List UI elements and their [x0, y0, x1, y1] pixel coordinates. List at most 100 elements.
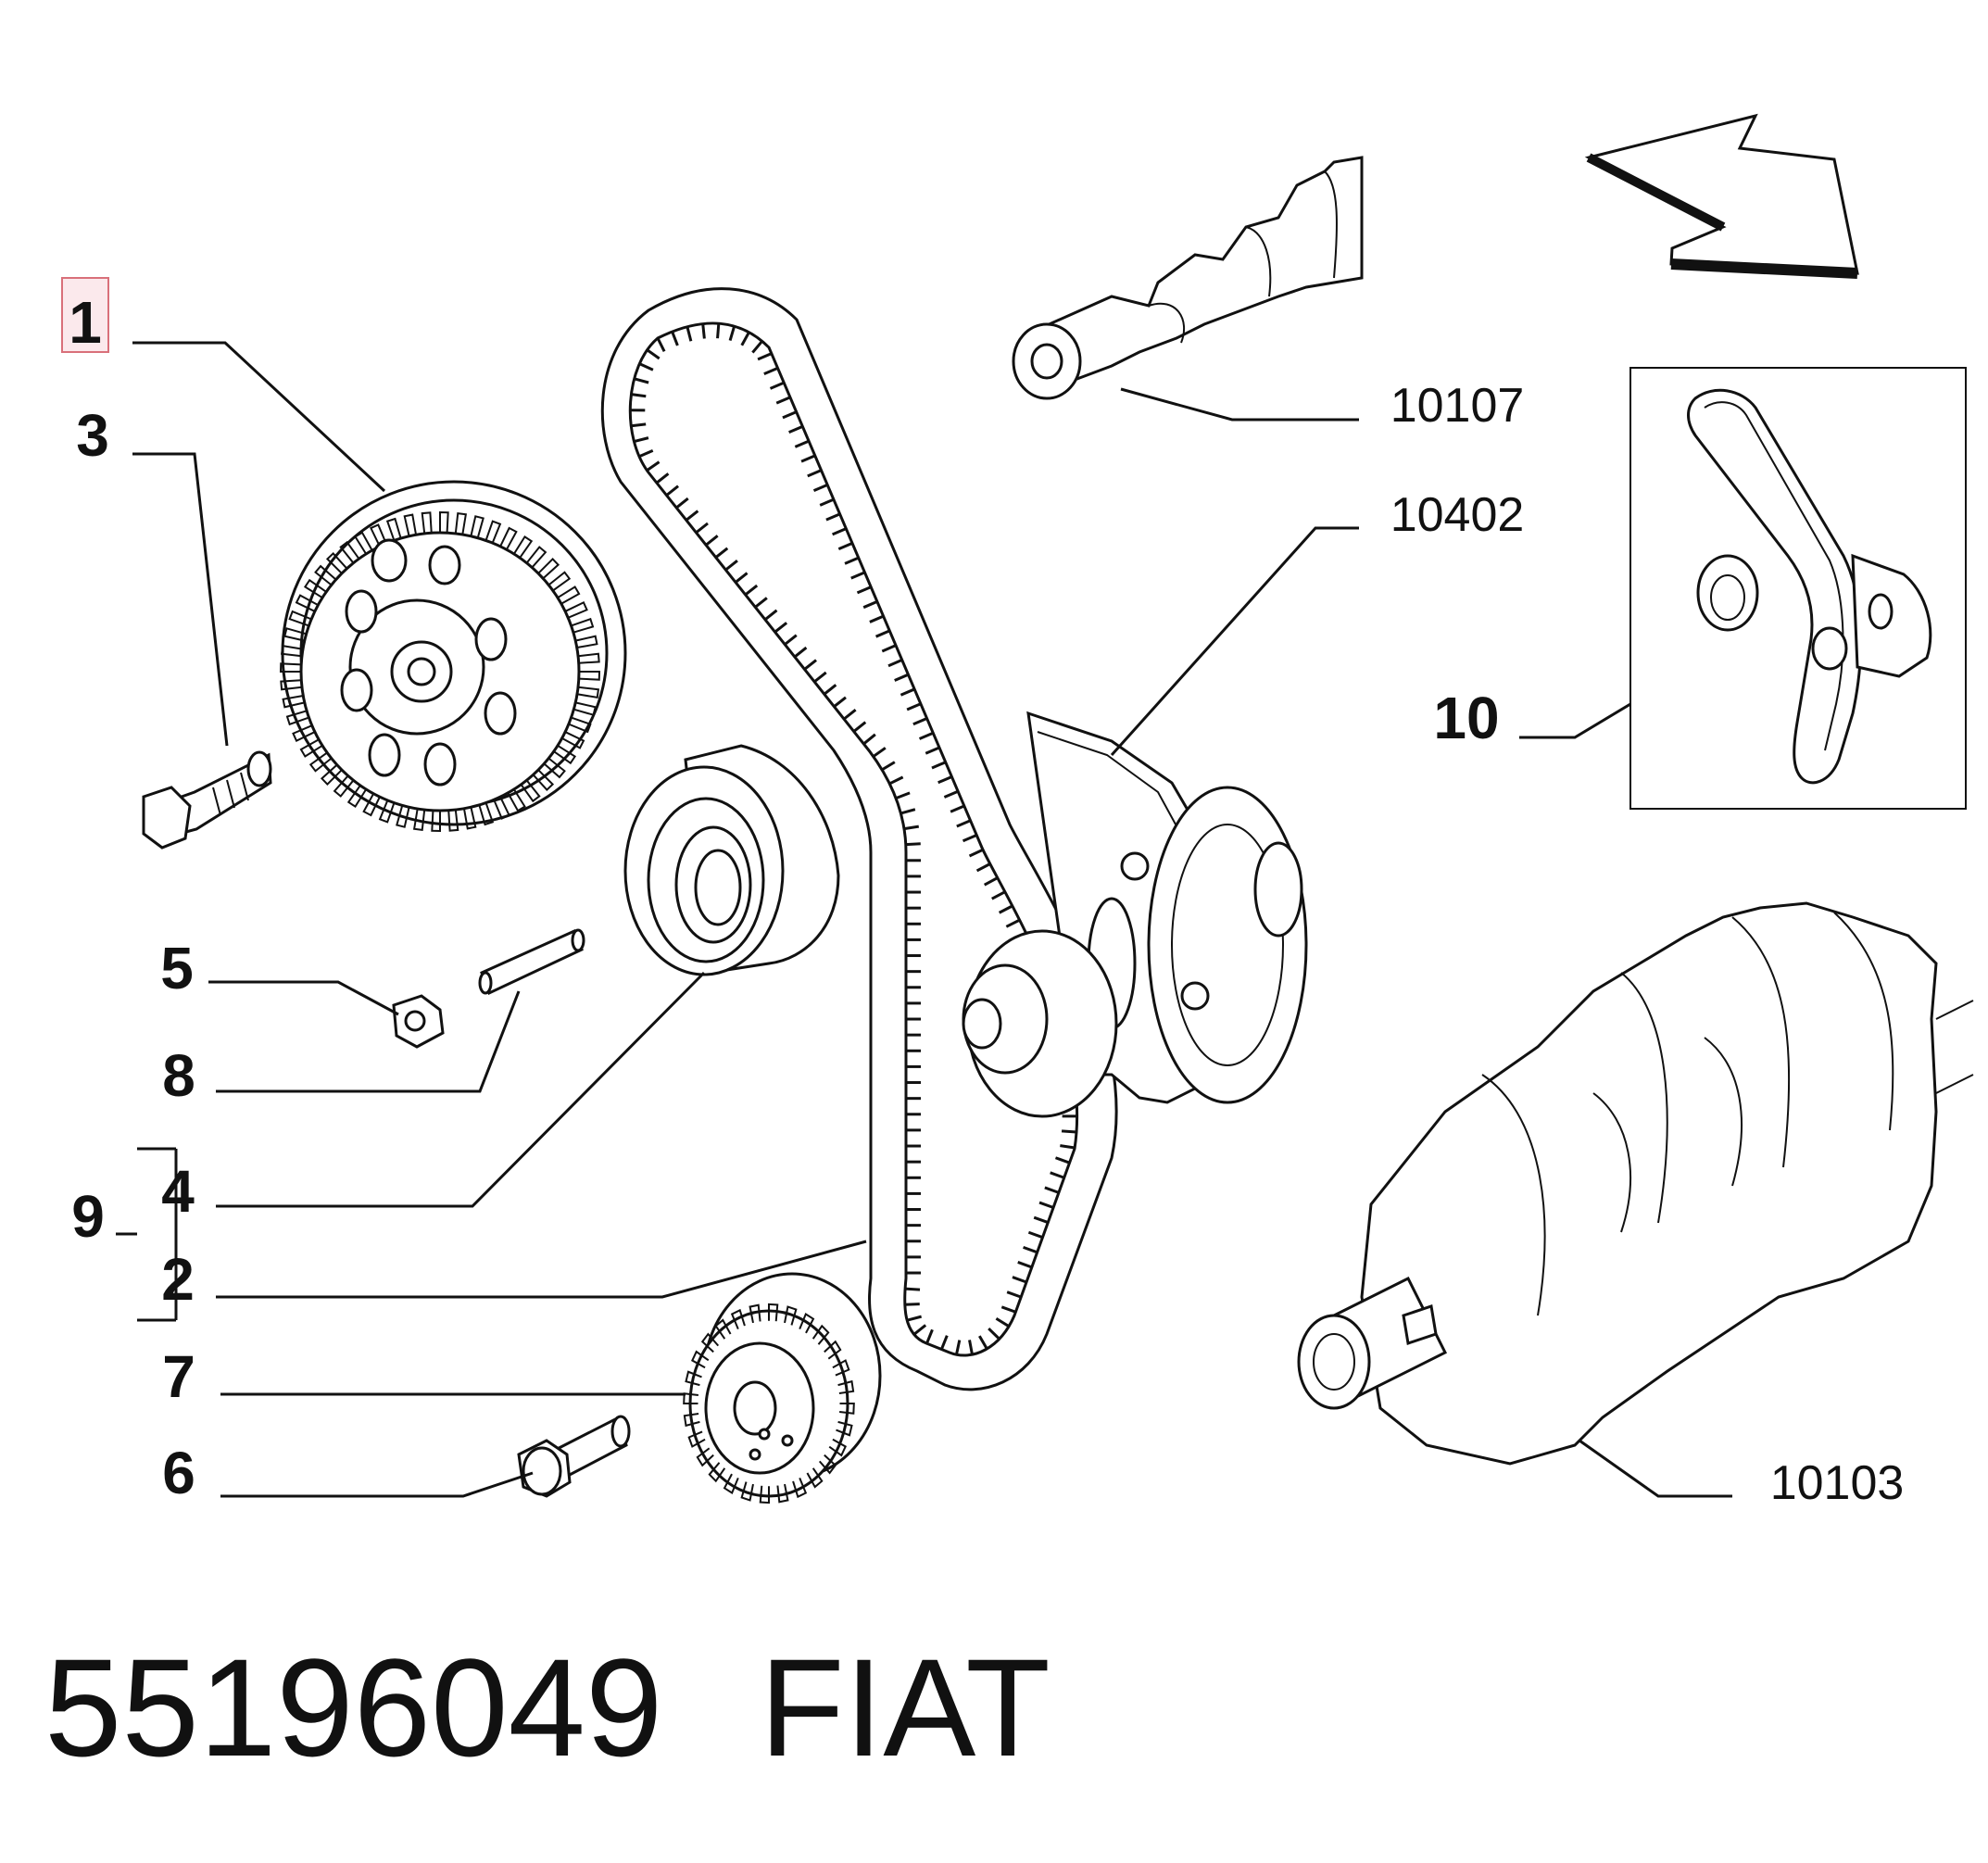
- gear-tooth: [557, 585, 581, 605]
- belt-tooth: [862, 600, 878, 610]
- belt-tooth: [983, 876, 999, 887]
- gear-tooth: [575, 635, 598, 649]
- gear-tooth: [507, 788, 526, 812]
- gear-tooth: [685, 1370, 702, 1387]
- gear-tooth: [577, 652, 600, 664]
- belt-tooth: [646, 348, 661, 360]
- belt-tooth: [995, 1317, 1010, 1328]
- belt-tooth: [813, 671, 827, 684]
- belt-tooth: [925, 746, 940, 755]
- belt-tooth: [740, 332, 750, 346]
- gear-tooth: [339, 540, 360, 564]
- gear-tooth: [308, 751, 333, 773]
- belt-tooth: [968, 848, 984, 858]
- gear-tooth: [683, 1392, 699, 1404]
- gear-tooth: [303, 578, 327, 599]
- callout-1[interactable]: 1: [69, 289, 102, 356]
- gear-teeth: [279, 510, 601, 833]
- gear-tooth: [714, 1318, 732, 1340]
- gear-tooth: [838, 1403, 855, 1415]
- gear-tooth: [708, 1462, 726, 1483]
- belt-tooth: [1033, 1215, 1049, 1225]
- gear-tooth: [696, 1447, 714, 1467]
- callout-2[interactable]: 2: [161, 1246, 195, 1313]
- gear-tooth: [396, 805, 410, 828]
- gear-tooth: [578, 671, 601, 681]
- belt-tooth: [794, 439, 810, 448]
- crankshaft: [1297, 901, 1974, 1466]
- belt-tooth: [686, 326, 693, 342]
- belt-tooth: [887, 659, 903, 668]
- belt-tooth: [757, 352, 773, 361]
- belt-tooth: [655, 472, 670, 485]
- gear-tooth: [564, 601, 588, 619]
- selected-callout-highlight: [61, 277, 109, 353]
- belt-tooth: [881, 761, 896, 772]
- gear-tooth: [683, 1412, 700, 1428]
- belt-tooth: [695, 522, 709, 535]
- belt-tooth: [918, 731, 934, 740]
- gear-tooth: [832, 1359, 850, 1377]
- gear-tooth: [320, 763, 343, 787]
- gear-tooth: [828, 1438, 848, 1457]
- belt-tooth: [788, 424, 803, 434]
- belt-tooth: [912, 717, 928, 726]
- callout-4[interactable]: 4: [161, 1158, 195, 1225]
- ref-10103[interactable]: 10103: [1770, 1456, 1905, 1510]
- gear-tooth: [295, 594, 319, 612]
- gear-tooth: [768, 1303, 779, 1322]
- belt-tooth: [956, 819, 972, 828]
- crankshaft-gear: [683, 1272, 882, 1504]
- gear-tooth: [279, 662, 302, 673]
- camshaft: [1012, 156, 1364, 400]
- belt-tooth: [850, 571, 866, 580]
- callout-6[interactable]: 6: [162, 1440, 195, 1506]
- belt-tooth: [931, 761, 947, 770]
- belt-tooth: [1027, 1230, 1043, 1240]
- gear-tooth: [687, 1430, 706, 1448]
- belt-tooth: [975, 862, 991, 873]
- belt-tooth: [962, 834, 977, 843]
- belt-tooth: [843, 709, 857, 721]
- belt-tooth: [1061, 1129, 1077, 1134]
- gear-tooth: [543, 757, 566, 779]
- belt-tooth: [904, 1303, 920, 1306]
- belt-tooth: [978, 1335, 988, 1350]
- belt-tooth: [950, 804, 965, 813]
- belt-tooth: [869, 614, 885, 623]
- belt-tooth: [833, 696, 847, 708]
- callout-8[interactable]: 8: [162, 1042, 195, 1109]
- gear-tooth: [431, 810, 441, 833]
- callout-9[interactable]: 9: [71, 1183, 105, 1250]
- ref-10107[interactable]: 10107: [1390, 379, 1525, 433]
- belt-tooth: [1006, 1290, 1022, 1299]
- gear-tooth: [333, 774, 355, 798]
- callout-10[interactable]: 10: [1433, 685, 1499, 751]
- gear-tooth: [292, 724, 316, 742]
- gear-tooth: [288, 610, 312, 627]
- gear-tooth: [532, 769, 555, 792]
- belt-tooth: [905, 842, 921, 847]
- belt-tooth: [728, 325, 736, 342]
- gear-tooth: [730, 1308, 746, 1329]
- belt-tooth: [631, 422, 647, 428]
- belt-tooth: [894, 673, 910, 682]
- callout-7[interactable]: 7: [162, 1343, 195, 1410]
- belt-tooth: [912, 1324, 927, 1336]
- belt-tooth: [925, 1328, 934, 1344]
- belt-tooth: [904, 1287, 921, 1291]
- belt-tooth: [812, 483, 828, 493]
- gear-tooth: [547, 571, 572, 592]
- gear-tooth: [812, 1324, 830, 1345]
- gear-tooth: [520, 779, 541, 803]
- belt-tooth: [671, 331, 679, 346]
- ref-10402[interactable]: 10402: [1390, 488, 1525, 542]
- gear-tooth: [499, 526, 518, 550]
- belt-tooth: [763, 366, 779, 375]
- gear-tooth: [421, 511, 433, 535]
- belt-tooth: [634, 436, 649, 444]
- belt-tooth: [823, 684, 837, 696]
- tensioner-pulley: [623, 744, 840, 976]
- callout-5[interactable]: 5: [160, 935, 194, 1001]
- callout-3[interactable]: 3: [76, 402, 109, 469]
